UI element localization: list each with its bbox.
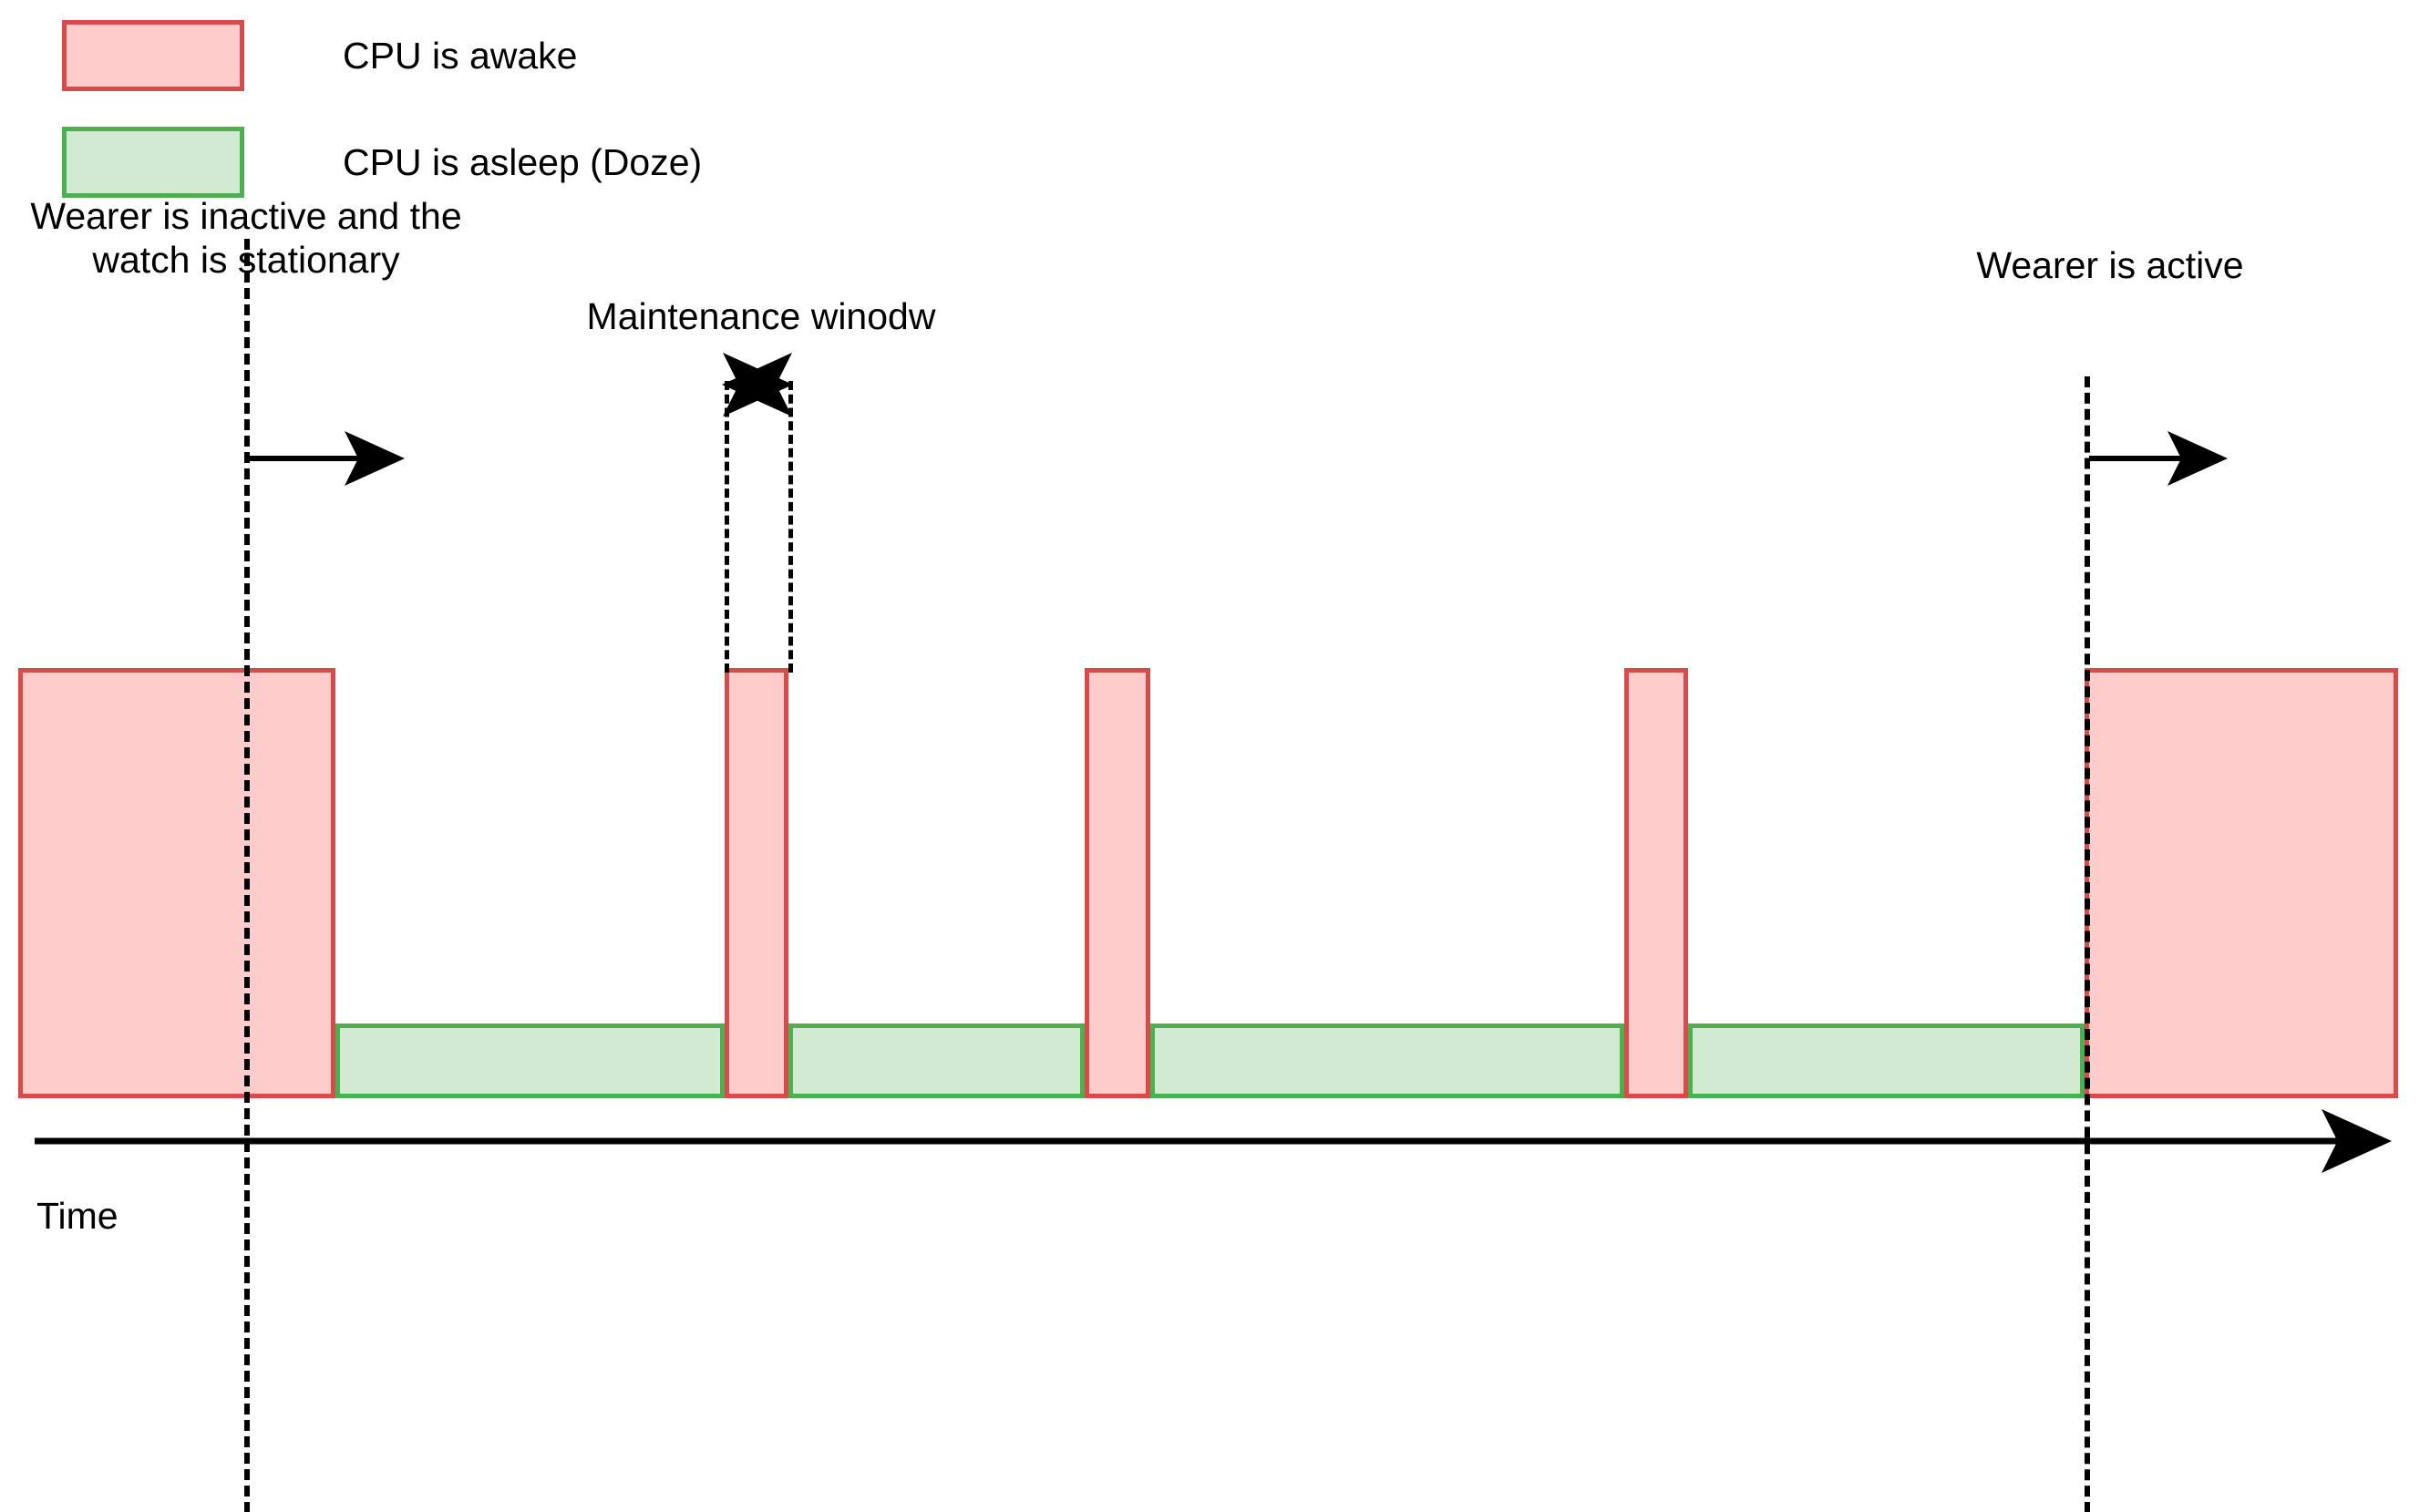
segment-awake-maintenance [725, 668, 788, 1098]
segment-asleep-4 [1688, 1023, 2085, 1098]
awake-swatch [62, 20, 244, 91]
legend-item-asleep: CPU is asleep (Doze) [62, 127, 702, 198]
annotation-wearer-active: Wearer is active [1976, 244, 2244, 286]
guide-maintenance-start [725, 381, 729, 673]
segment-awake-1 [18, 668, 335, 1098]
legend-label-asleep: CPU is asleep (Doze) [343, 140, 703, 183]
segment-asleep-1 [335, 1023, 725, 1098]
legend-item-awake: CPU is awake [62, 20, 577, 91]
guide-inactive-start [244, 239, 250, 1512]
annotation-wearer-inactive: Wearer is inactive and the watch is stat… [30, 195, 462, 282]
asleep-swatch [62, 127, 244, 198]
axis-label-time: Time [36, 1195, 118, 1237]
segment-awake-2 [1085, 668, 1150, 1098]
segment-awake-4 [2085, 668, 2398, 1098]
guide-active-start [2085, 376, 2090, 1512]
segment-asleep-2 [788, 1023, 1085, 1098]
guide-maintenance-end [788, 381, 793, 673]
annotation-maintenance-window: Maintenance winodw [586, 295, 936, 337]
legend-label-awake: CPU is awake [343, 34, 578, 77]
segment-awake-3 [1624, 668, 1688, 1098]
segment-asleep-3 [1150, 1023, 1624, 1098]
